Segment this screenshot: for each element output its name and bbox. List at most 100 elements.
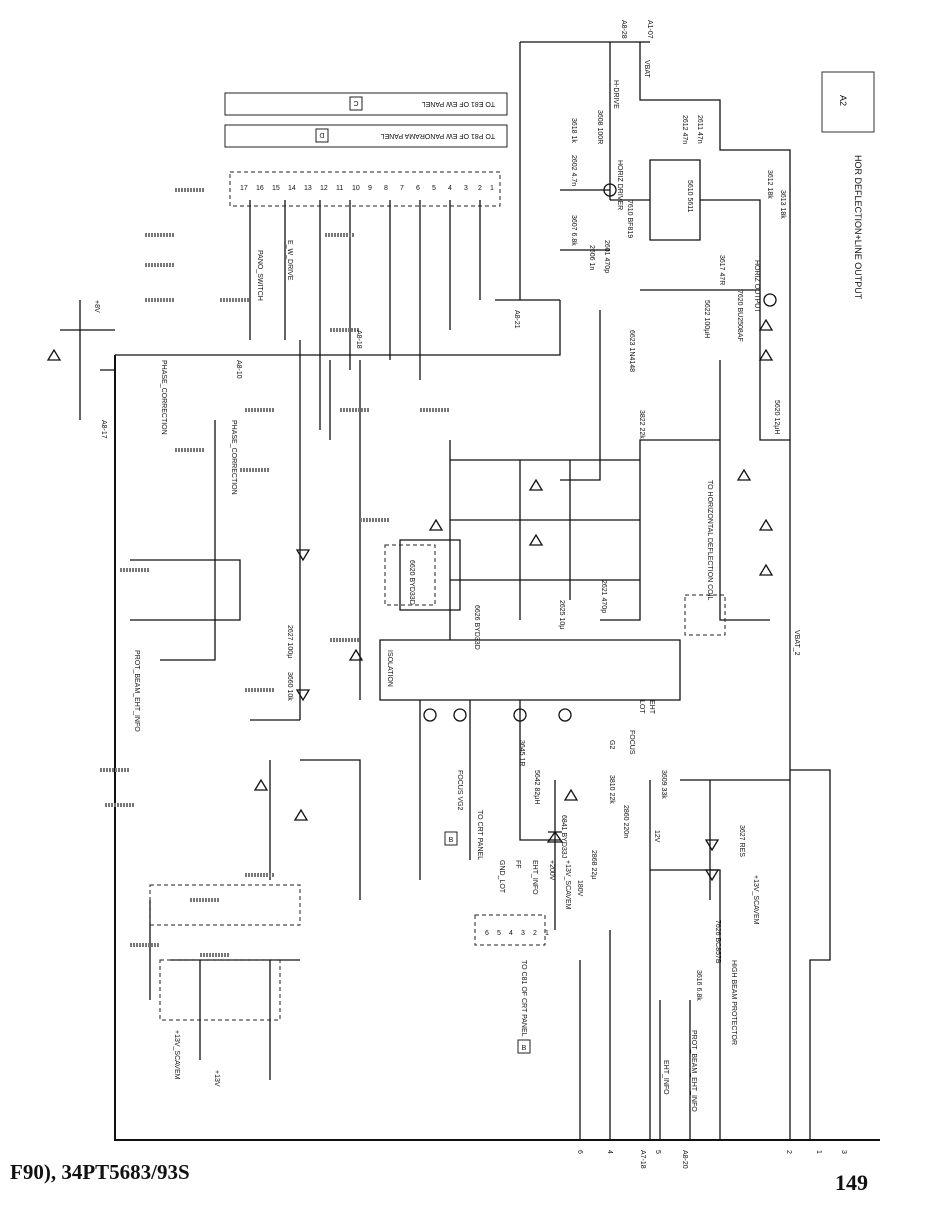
panel-letter-d: D bbox=[319, 131, 324, 138]
pin: A7-18 bbox=[639, 1150, 646, 1169]
component-label: 6620 BYD33D bbox=[408, 560, 415, 605]
component-label: 3616 6.8k bbox=[695, 970, 702, 1001]
pin: 14 bbox=[288, 185, 296, 192]
panel-letter-box bbox=[517, 1039, 531, 1054]
component-label: 2611 47n bbox=[696, 115, 703, 144]
pin: 3 bbox=[464, 185, 468, 192]
label-pano-switch: PANO_SWITCH bbox=[256, 250, 263, 301]
pin: 3 bbox=[840, 1150, 847, 1154]
component-label: 2602 4.7n bbox=[570, 155, 577, 186]
label-a8-10: A8-10 bbox=[235, 360, 242, 379]
label-a8-18: A8-18 bbox=[355, 330, 362, 349]
pin: 1 bbox=[490, 185, 494, 192]
pin: 2 bbox=[785, 1150, 792, 1154]
component-label: 3627 RES bbox=[738, 825, 745, 857]
label-gnd-lot: GND_LOT bbox=[498, 860, 505, 894]
page-number: 149 bbox=[835, 1170, 868, 1195]
component-label: 3607 6.8k bbox=[570, 215, 577, 246]
component-label: 5610 5611 bbox=[686, 180, 693, 213]
label-isolation: ISOLATION bbox=[386, 650, 393, 687]
signal-labels: A8-28 A1-07 H-DRIVE VBAT HORIZ DRIVER HO… bbox=[93, 20, 800, 1112]
pin: 7 bbox=[400, 185, 404, 192]
component-label: 2606 1n bbox=[588, 245, 595, 270]
label-13v-scavem-crt: +13V_SCAVEM bbox=[564, 860, 571, 910]
pin: 17 bbox=[240, 185, 248, 192]
label-eht-info-crt: EHT_INFO bbox=[531, 860, 538, 895]
component-label: 5620 12µH bbox=[773, 400, 780, 434]
label-phase-correction: PHASE_CORRECTION bbox=[160, 360, 167, 435]
label-h-drive: H-DRIVE bbox=[612, 80, 619, 109]
component-label: 3608 100R bbox=[596, 110, 603, 144]
component-label: 3618 1k bbox=[570, 118, 577, 143]
pin: 6 bbox=[416, 185, 420, 192]
component-label: 3810 22k bbox=[608, 775, 615, 804]
label-focus-vg2: FOCUS VG2 bbox=[456, 770, 463, 811]
label-to-c81-crt-panel: TO C81 OF CRT PANEL bbox=[520, 960, 527, 1037]
component-label: 3645 1R bbox=[518, 740, 525, 766]
component-label: 3609 33k bbox=[660, 770, 667, 799]
component-label: 2868 22µ bbox=[590, 850, 597, 879]
pin: 4 bbox=[509, 930, 513, 937]
component-label: 3617 47R bbox=[718, 255, 725, 285]
component-label: 3613 18k bbox=[779, 190, 786, 219]
ew-panel-box: C TO E81 OF EW PANEL bbox=[224, 92, 508, 116]
label-g2: G2 bbox=[608, 740, 615, 749]
label-200v: +200V bbox=[548, 860, 555, 881]
components bbox=[46, 183, 777, 882]
label-vbat2: VBAT_2 bbox=[793, 630, 800, 656]
label-prot-beam: PROT_BEAM_EHT_INFO bbox=[690, 1030, 697, 1112]
panel-letter-c: C bbox=[353, 99, 358, 106]
component-label: 2860 220n bbox=[622, 805, 629, 838]
component-label: 2625 10µ bbox=[558, 600, 565, 629]
panorama-panel-box: D TO P81 OF EW PANORAMA PANEL bbox=[224, 124, 508, 148]
component-label: 5622 100µH bbox=[703, 300, 710, 338]
label-ff: FF bbox=[514, 860, 521, 869]
component-label: 5642 82µH bbox=[533, 770, 540, 804]
component-label: 2627 100µ bbox=[286, 625, 293, 658]
label-8v: +8V bbox=[93, 300, 100, 313]
ew-panel-label: TO E81 OF EW PANEL bbox=[422, 100, 495, 107]
pin: 9 bbox=[368, 185, 372, 192]
pin: 3 bbox=[521, 930, 525, 937]
component-label: 3822 22k bbox=[638, 410, 645, 439]
label-horiz-driver: HORIZ DRIVER bbox=[616, 160, 623, 210]
pin: 1 bbox=[545, 930, 549, 937]
block-id: A2 bbox=[838, 95, 848, 106]
panel-letter-b: B bbox=[449, 837, 454, 844]
pin: 13 bbox=[304, 185, 312, 192]
component-label: 3660 10k bbox=[286, 672, 293, 701]
component-label: 2612 47n bbox=[681, 115, 688, 144]
label-13v-scavem-left: +13V_SCAVEM bbox=[173, 1030, 180, 1080]
component-label: 2621 470p bbox=[600, 580, 607, 613]
panel-letter-b: B bbox=[522, 1045, 527, 1052]
label-phase-correction-2: PHASE_CORRECTION bbox=[230, 420, 237, 495]
label-focus: FOCUS bbox=[628, 730, 635, 755]
panel-letter-box bbox=[444, 831, 458, 846]
pin: 5 bbox=[432, 185, 436, 192]
pin: 4 bbox=[606, 1150, 613, 1154]
top-connector: 17 16 15 14 13 12 11 10 9 8 7 6 5 4 3 2 … bbox=[240, 185, 494, 192]
component-label: 2601 470p bbox=[603, 240, 610, 273]
block-id-box bbox=[821, 71, 875, 133]
pin: 11 bbox=[336, 185, 343, 192]
main-wiring bbox=[60, 41, 880, 1141]
label-180v: 180V bbox=[576, 880, 583, 897]
dashed-boxes bbox=[149, 171, 726, 1021]
component-label: 7626 BC857B bbox=[714, 920, 721, 964]
label-a8-28: A8-28 bbox=[620, 20, 627, 39]
pin: 2 bbox=[478, 185, 482, 192]
model-number: F90), 34PT5683/93S bbox=[10, 1160, 190, 1184]
label-12v: 12V bbox=[653, 830, 660, 843]
warning-triangles bbox=[253, 318, 774, 821]
pin: 12 bbox=[320, 185, 328, 192]
label-13v: +13V bbox=[213, 1070, 220, 1087]
pin: 10 bbox=[352, 185, 360, 192]
component-label: 7620 BU2508AF bbox=[736, 290, 743, 342]
label-deflection-coil: TO HORIZONTAL DEFLECTION COIL bbox=[706, 480, 713, 601]
label-a1-07: A1-07 bbox=[646, 20, 653, 39]
pin: 1 bbox=[815, 1150, 822, 1154]
label-13v-scavem: +13V_SCAVEM bbox=[752, 875, 759, 925]
component-labels: 3608 100R 3618 1k 2602 4.7n 7610 BF819 3… bbox=[286, 110, 786, 1001]
pin: A8-20 bbox=[681, 1150, 688, 1169]
